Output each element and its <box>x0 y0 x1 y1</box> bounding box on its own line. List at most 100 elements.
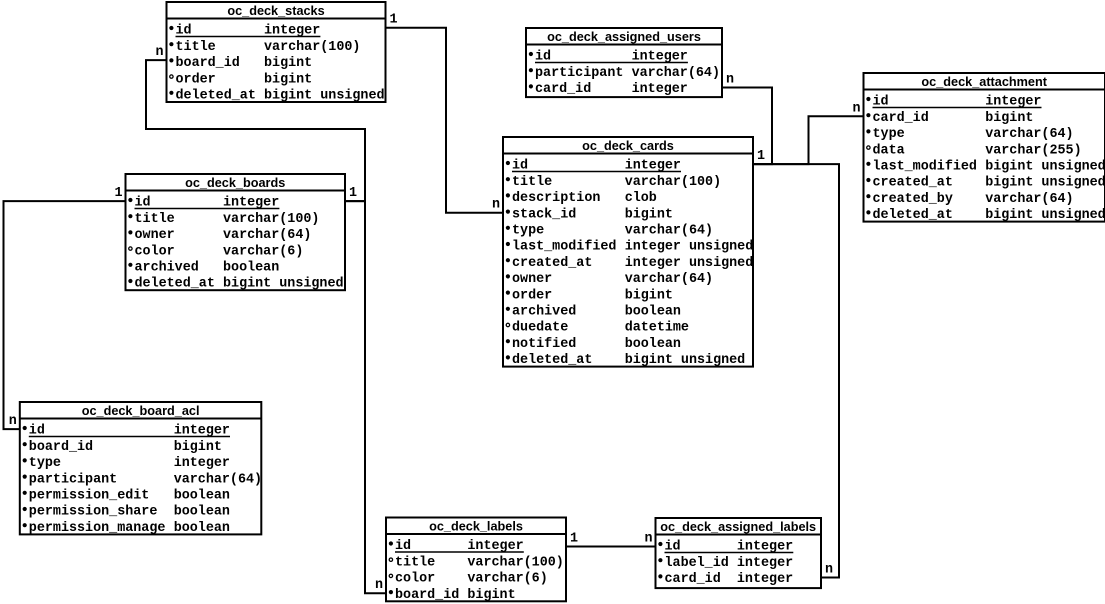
svg-text:order: order <box>512 288 552 303</box>
svg-text:deleted_at: deleted_at <box>873 208 953 223</box>
svg-text:bigint: bigint <box>264 72 312 87</box>
svg-text:1: 1 <box>390 13 398 28</box>
svg-text:varchar(100): varchar(100) <box>264 40 360 55</box>
svg-text:integer: integer <box>985 95 1041 110</box>
svg-text:n: n <box>9 414 17 429</box>
svg-text:bigint: bigint <box>174 440 222 455</box>
svg-text:owner: owner <box>135 228 175 243</box>
svg-text:id: id <box>29 424 45 439</box>
svg-text:n: n <box>853 101 861 116</box>
svg-text:oc_deck_assigned_labels: oc_deck_assigned_labels <box>660 520 816 534</box>
svg-text:oc_deck_cards: oc_deck_cards <box>582 139 674 153</box>
svg-text:oc_deck_assigned_users: oc_deck_assigned_users <box>547 30 701 44</box>
svg-text:integer: integer <box>632 50 688 65</box>
svg-text:integer: integer <box>174 456 230 471</box>
svg-text:bigint: bigint <box>985 111 1033 126</box>
svg-text:color: color <box>135 244 175 259</box>
svg-text:deleted_at: deleted_at <box>176 89 256 104</box>
svg-text:integer: integer <box>632 82 688 97</box>
svg-text:integer: integer <box>625 159 681 174</box>
svg-text:last_modified: last_modified <box>873 160 977 175</box>
svg-text:bigint: bigint <box>625 207 673 222</box>
svg-text:created_at: created_at <box>512 256 592 271</box>
svg-text:participant: participant <box>535 66 623 81</box>
svg-text:bigint: bigint <box>264 56 312 71</box>
svg-text:data: data <box>873 143 905 158</box>
svg-text:order: order <box>176 72 216 87</box>
svg-text:title: title <box>176 40 216 55</box>
svg-text:color: color <box>395 572 435 587</box>
svg-text:archived: archived <box>135 261 199 276</box>
svg-text:created_by: created_by <box>873 192 953 207</box>
svg-text:bigint unsigned: bigint unsigned <box>223 277 344 292</box>
svg-text:permission_share: permission_share <box>29 505 158 520</box>
svg-text:integer unsigned: integer unsigned <box>625 256 754 271</box>
svg-text:n: n <box>492 198 500 213</box>
svg-text:board_id: board_id <box>395 588 459 603</box>
svg-text:n: n <box>156 45 164 60</box>
svg-text:title: title <box>512 175 552 190</box>
svg-text:bigint unsigned: bigint unsigned <box>985 176 1105 191</box>
svg-text:varchar(64): varchar(64) <box>223 228 311 243</box>
svg-text:boolean: boolean <box>174 505 230 520</box>
svg-text:varchar(255): varchar(255) <box>985 143 1081 158</box>
svg-text:bigint unsigned: bigint unsigned <box>625 353 746 368</box>
svg-text:card_id: card_id <box>873 111 929 126</box>
svg-text:boolean: boolean <box>625 337 681 352</box>
svg-text:id: id <box>135 196 151 211</box>
svg-text:varchar(100): varchar(100) <box>625 175 721 190</box>
svg-text:duedate: duedate <box>512 321 568 336</box>
svg-text:bigint unsigned: bigint unsigned <box>264 89 385 104</box>
svg-text:bigint: bigint <box>467 588 515 603</box>
svg-text:board_id: board_id <box>29 440 93 455</box>
svg-text:bigint: bigint <box>625 288 673 303</box>
svg-text:1: 1 <box>115 186 123 201</box>
svg-text:integer: integer <box>174 424 230 439</box>
svg-text:created_at: created_at <box>873 176 953 191</box>
svg-text:varchar(64): varchar(64) <box>985 127 1073 142</box>
svg-text:boolean: boolean <box>625 305 681 320</box>
svg-text:last_modified: last_modified <box>512 240 616 255</box>
svg-text:id: id <box>176 24 192 39</box>
svg-text:deleted_at: deleted_at <box>135 277 215 292</box>
svg-text:owner: owner <box>512 272 552 287</box>
svg-text:varchar(64): varchar(64) <box>625 272 713 287</box>
svg-text:integer: integer <box>737 572 793 587</box>
svg-text:label_id: label_id <box>665 556 729 571</box>
svg-text:oc_deck_attachment: oc_deck_attachment <box>921 75 1047 89</box>
svg-text:varchar(64): varchar(64) <box>632 66 720 81</box>
svg-text:oc_deck_labels: oc_deck_labels <box>429 519 523 533</box>
svg-text:integer: integer <box>737 540 793 555</box>
svg-text:boolean: boolean <box>174 489 230 504</box>
svg-text:stack_id: stack_id <box>512 207 576 222</box>
svg-text:n: n <box>825 563 833 578</box>
svg-text:bigint unsigned: bigint unsigned <box>985 160 1105 175</box>
svg-text:participant: participant <box>29 472 117 487</box>
svg-text:archived: archived <box>512 305 576 320</box>
svg-text:n: n <box>375 578 383 593</box>
svg-text:bigint unsigned: bigint unsigned <box>985 208 1105 223</box>
svg-text:boolean: boolean <box>174 521 230 536</box>
svg-text:varchar(100): varchar(100) <box>223 212 319 227</box>
svg-text:integer: integer <box>264 24 320 39</box>
svg-text:permission_edit: permission_edit <box>29 489 150 504</box>
svg-text:oc_deck_boards: oc_deck_boards <box>185 176 285 190</box>
svg-text:id: id <box>535 50 551 65</box>
svg-text:varchar(6): varchar(6) <box>223 244 303 259</box>
svg-text:board_id: board_id <box>176 56 240 71</box>
svg-text:deleted_at: deleted_at <box>512 353 592 368</box>
svg-text:id: id <box>873 95 889 110</box>
svg-text:card_id: card_id <box>535 82 591 97</box>
svg-text:n: n <box>645 532 653 547</box>
svg-text:varchar(64): varchar(64) <box>174 472 262 487</box>
svg-text:integer: integer <box>223 196 279 211</box>
svg-text:oc_deck_board_acl: oc_deck_board_acl <box>82 404 200 418</box>
svg-text:varchar(64): varchar(64) <box>625 224 713 239</box>
svg-text:1: 1 <box>570 532 578 547</box>
svg-text:permission_manage: permission_manage <box>29 521 166 536</box>
svg-text:1: 1 <box>349 186 357 201</box>
svg-text:clob: clob <box>625 191 657 206</box>
svg-text:card_id: card_id <box>665 572 721 587</box>
svg-text:title: title <box>395 555 435 570</box>
svg-text:type: type <box>29 456 61 471</box>
